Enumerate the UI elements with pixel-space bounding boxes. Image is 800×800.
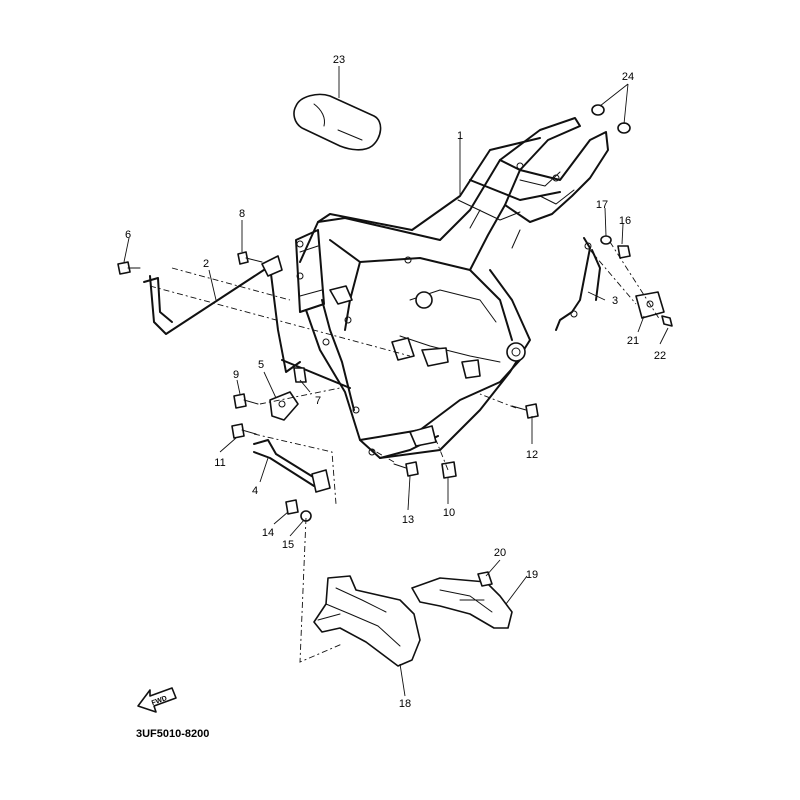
- part-6-bolt: [117, 261, 141, 275]
- part-12-bolt: [511, 403, 539, 419]
- leader-lines: [123, 66, 669, 697]
- part-10-nut: [441, 461, 457, 479]
- label-part-12: 12: [526, 449, 538, 461]
- label-part-4: 4: [252, 485, 258, 497]
- label-part-14: 14: [262, 527, 274, 539]
- part-1-main-frame: [269, 117, 609, 459]
- label-part-6: 6: [125, 229, 131, 241]
- part-2-front-stay: [143, 255, 283, 335]
- part-14-nut: [285, 499, 299, 515]
- label-part-15: 15: [282, 539, 294, 551]
- label-part-11: 11: [214, 457, 225, 469]
- part-11-bolt: [231, 423, 257, 439]
- part-18-lower-cover: [313, 575, 421, 667]
- label-part-3: 3: [612, 295, 618, 307]
- part-22-small-bolt: [661, 315, 673, 327]
- fwd-arrow-icon: FWD: [137, 687, 177, 713]
- label-part-22: 22: [654, 350, 666, 362]
- label-part-10: 10: [443, 507, 455, 519]
- label-part-24: 24: [622, 71, 634, 83]
- part-19-side-cover: [411, 577, 513, 629]
- part-4-mount-arm: [253, 439, 331, 493]
- part-9-bolt: [233, 393, 259, 409]
- label-part-18: 18: [399, 698, 411, 710]
- label-part-21: 21: [627, 335, 639, 347]
- label-part-7: 7: [315, 395, 321, 407]
- label-part-23: 23: [333, 54, 345, 66]
- label-part-19: 19: [526, 569, 538, 581]
- part-17-washer: [600, 235, 612, 245]
- part-3-side-bracket: [555, 237, 601, 331]
- label-part-17: 17: [596, 199, 608, 211]
- part-5-mount-plate: [269, 391, 299, 421]
- label-part-9: 9: [233, 369, 239, 381]
- part-13-bolt: [393, 461, 419, 477]
- assembly-centerlines: [149, 241, 661, 663]
- part-labels: 23 24 1 17 16 8 6 2 3 21 22 5 9 7 11 4 1…: [125, 54, 666, 710]
- part-7-collar: [293, 367, 307, 383]
- label-part-20: 20: [494, 547, 506, 559]
- label-part-2: 2: [203, 258, 209, 270]
- label-part-8: 8: [239, 208, 245, 220]
- part-16-nut: [617, 245, 631, 259]
- part-8-bolt: [237, 251, 263, 265]
- label-part-5: 5: [258, 359, 264, 371]
- label-part-16: 16: [619, 215, 631, 227]
- part-23-seat-pad: [293, 93, 382, 151]
- label-part-13: 13: [402, 514, 414, 526]
- label-part-1: 1: [457, 130, 463, 142]
- part-20-grommet: [477, 571, 493, 587]
- drawing-code: 3UF5010-8200: [136, 728, 209, 740]
